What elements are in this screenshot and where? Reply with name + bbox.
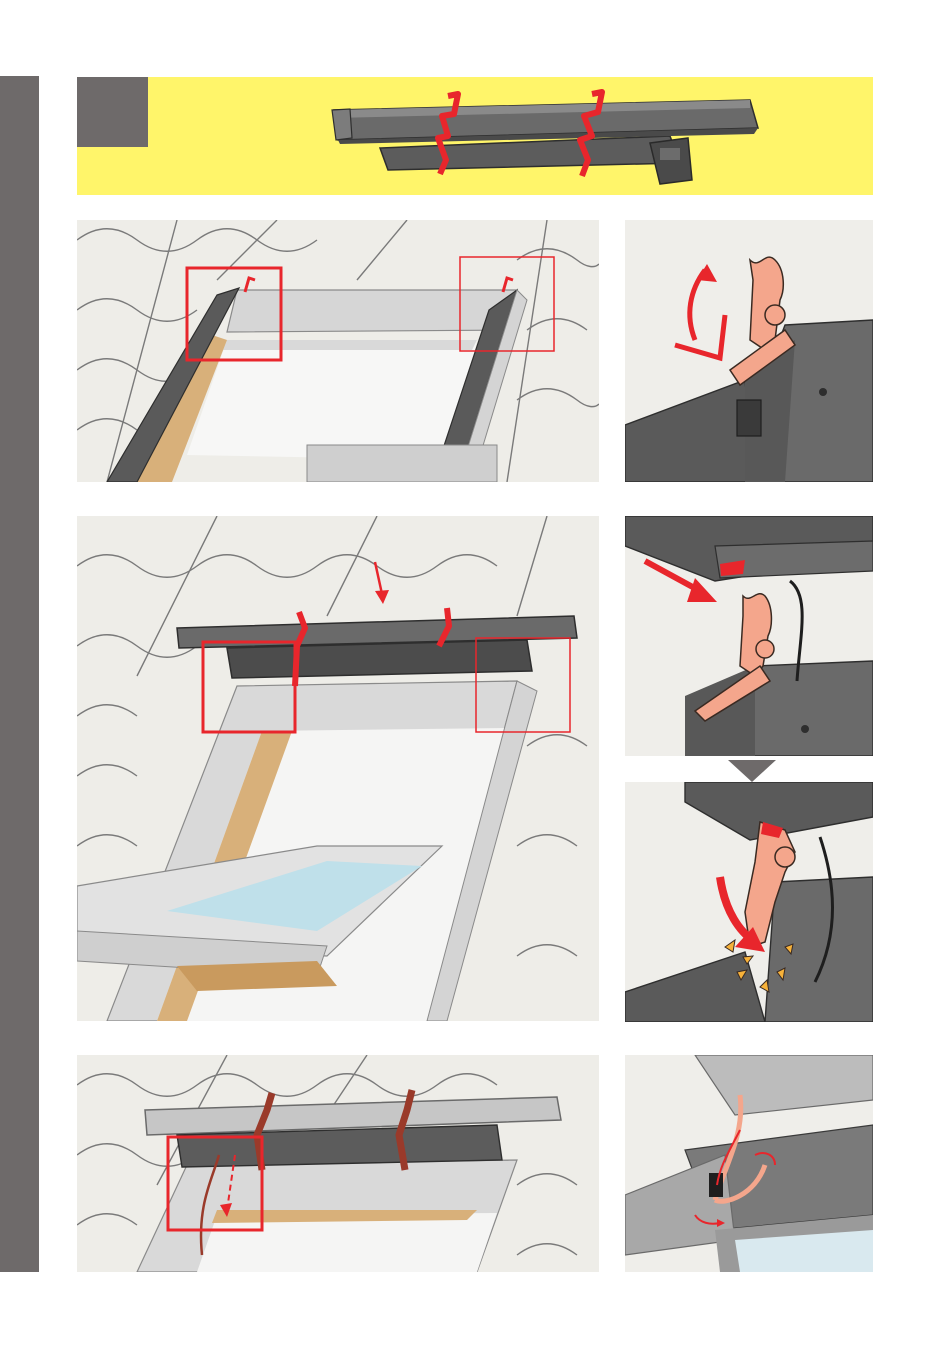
- shutter-product-illustration: [330, 88, 766, 188]
- cable-connector-icon: [625, 1055, 873, 1272]
- bracket-lock-icon: [625, 782, 873, 1022]
- step-number-box: [77, 77, 148, 147]
- roof-window-icon: [77, 220, 599, 482]
- roof-window-shutter-icon: [77, 516, 599, 1021]
- cable-routing-detail-panel: [625, 1055, 873, 1272]
- step-transition-arrow-icon: [728, 760, 776, 782]
- bracket-insert-panel: [625, 516, 873, 756]
- roof-window-mounting-panel: [77, 516, 599, 1021]
- bracket-click-panel: [625, 782, 873, 1022]
- shutter-with-straps-icon: [330, 88, 766, 188]
- page-sidebar: [0, 76, 39, 1272]
- roof-window-cable-panel: [77, 1055, 599, 1272]
- bracket-hook-icon: [625, 220, 873, 482]
- bracket-slide-icon: [625, 516, 873, 756]
- roof-window-cable-icon: [77, 1055, 599, 1272]
- roof-window-brackets-panel: [77, 220, 599, 482]
- bracket-detail-open-panel: [625, 220, 873, 482]
